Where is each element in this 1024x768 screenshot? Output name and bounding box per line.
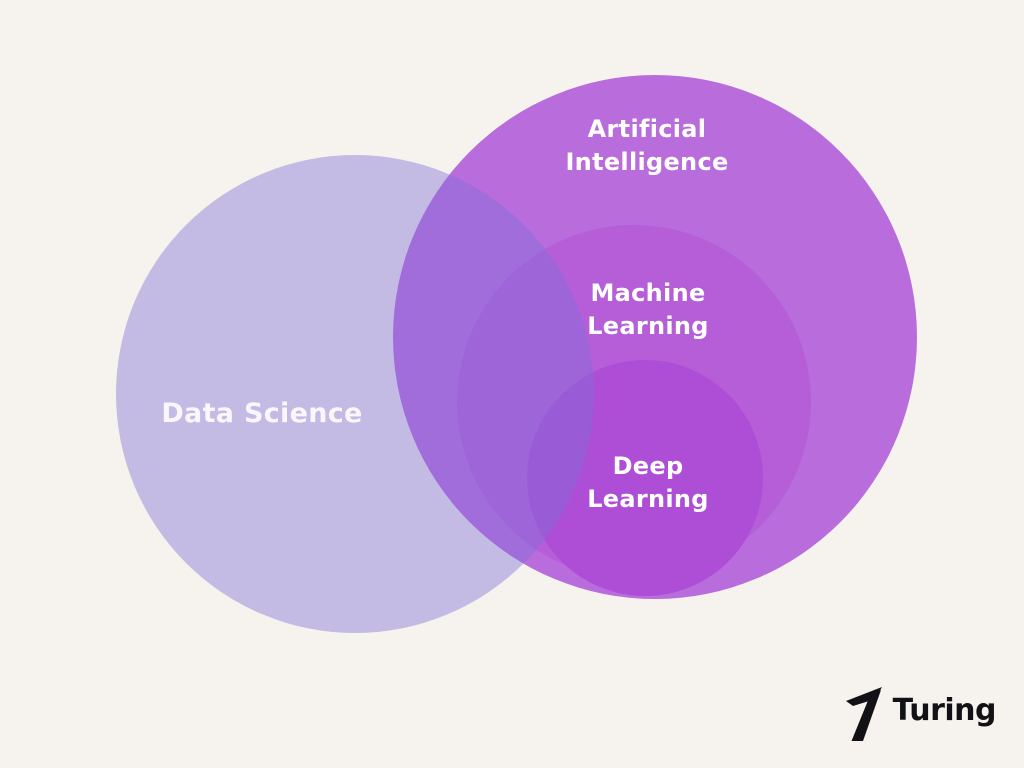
turing-logo-text: Turing — [892, 693, 997, 728]
turing-logo: Turing — [844, 684, 997, 742]
circle-data-science — [116, 155, 594, 633]
circle-deep-learning — [527, 360, 763, 596]
turing-logo-icon — [845, 687, 882, 741]
